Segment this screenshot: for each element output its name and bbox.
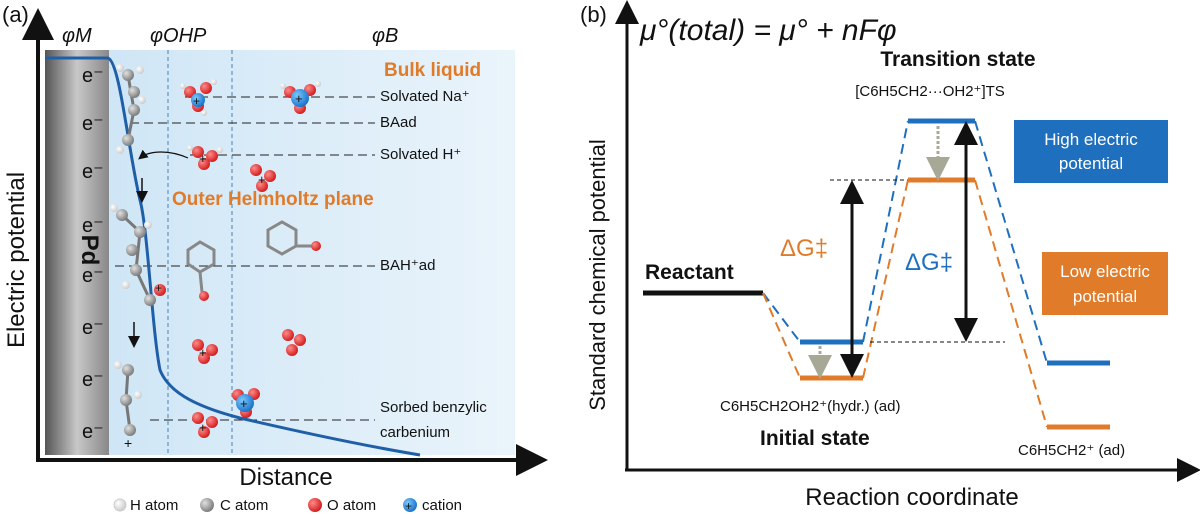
high-potential-label-1: High electric — [1044, 130, 1138, 149]
svg-text:+: + — [199, 420, 207, 435]
phi-m-label: φM — [62, 25, 92, 47]
initial-formula: C6H5CH2OH2⁺(hydr.) (ad) — [720, 398, 900, 415]
bulk-liquid-label: Bulk liquid — [384, 60, 481, 81]
dg-high-label: ΔG‡ — [905, 249, 953, 276]
panel-a: (a) φM φOHP φB Pd e⁻ e⁻ e⁻ e⁻ e⁻ e⁻ e⁻ — [2, 2, 548, 514]
electron: e⁻ — [82, 421, 104, 443]
reactant-label: Reactant — [645, 261, 734, 284]
svg-text:+: + — [405, 499, 412, 513]
svg-text:+: + — [155, 281, 162, 295]
panel-a-y-label: Electric potential — [3, 172, 30, 348]
transition-state-label: Transition state — [880, 48, 1035, 71]
panel-b-x-label: Reaction coordinate — [805, 484, 1018, 511]
h-atom-icon — [113, 498, 127, 512]
electron-column: e⁻ e⁻ e⁻ e⁻ e⁻ e⁻ e⁻ e⁻ — [82, 65, 104, 443]
low-potential-legend-box — [1042, 252, 1168, 315]
dg-low-label: ΔG‡ — [780, 235, 828, 262]
equation: μ°(total) = μ° + nFφ — [639, 14, 897, 47]
svg-text:+: + — [124, 435, 132, 451]
electron: e⁻ — [82, 161, 104, 183]
legend-h: H atom — [130, 497, 178, 514]
legend-c: C atom — [220, 497, 268, 514]
c-atom-icon — [200, 498, 214, 512]
legend-o: O atom — [327, 497, 376, 514]
svg-text:+: + — [295, 91, 303, 106]
svg-text:+: + — [258, 172, 266, 187]
outer-helmholtz-label: Outer Helmholtz plane — [172, 189, 374, 210]
legend-cation: cation — [422, 497, 462, 514]
panel-b: (b) μ°(total) = μ° + nFφ Standard chemic… — [580, 0, 1200, 511]
panel-a-tag: (a) — [2, 2, 29, 27]
initial-state-label: Initial state — [760, 427, 870, 450]
cation-icon — [403, 498, 417, 512]
liquid-region — [109, 50, 515, 455]
panel-b-tag: (b) — [580, 2, 607, 27]
low-potential-label-2: potential — [1073, 287, 1137, 306]
low-potential-label-1: Low electric — [1060, 262, 1150, 281]
pd-electrode — [45, 50, 109, 455]
electron: e⁻ — [82, 65, 104, 87]
ts-formula: [C6H5CH2···OH2⁺]TS — [855, 83, 1005, 100]
electron: e⁻ — [82, 369, 104, 391]
phi-b-label: φB — [372, 25, 398, 47]
o-atom-icon — [308, 498, 322, 512]
electron: e⁻ — [82, 265, 104, 287]
svg-text:+: + — [199, 151, 207, 166]
electron: e⁻ — [82, 215, 104, 237]
solvated-h-label: Solvated H⁺ — [380, 146, 461, 163]
molecule-drawings: + + + + + + — [110, 64, 321, 451]
electron: e⁻ — [82, 113, 104, 135]
panel-a-x-label: Distance — [239, 464, 332, 491]
solvated-na-label: Solvated Na⁺ — [380, 88, 470, 105]
phi-ohp-label: φOHP — [150, 25, 207, 47]
svg-text:+: + — [240, 396, 248, 411]
pd-label: Pd — [76, 235, 103, 266]
high-potential-legend-box — [1014, 120, 1168, 183]
atom-legend: H atom C atom O atom + cation — [113, 497, 462, 514]
sorbed-label-line1: Sorbed benzylic — [380, 399, 487, 416]
bah-ad-label: BAH⁺ad — [380, 257, 435, 274]
svg-text:+: + — [193, 94, 200, 108]
ba-ad-label: BAad — [380, 114, 417, 131]
panel-b-y-label: Standard chemical potential — [585, 139, 610, 411]
potential-curve — [45, 56, 421, 457]
high-potential-label-2: potential — [1059, 154, 1123, 173]
sorbed-label-line2: carbenium — [380, 424, 450, 441]
electron: e⁻ — [82, 317, 104, 339]
product-formula: C6H5CH2⁺ (ad) — [1018, 442, 1125, 459]
high-potential-path — [762, 120, 1048, 364]
low-potential-path — [762, 179, 1048, 428]
svg-text:+: + — [199, 345, 207, 360]
